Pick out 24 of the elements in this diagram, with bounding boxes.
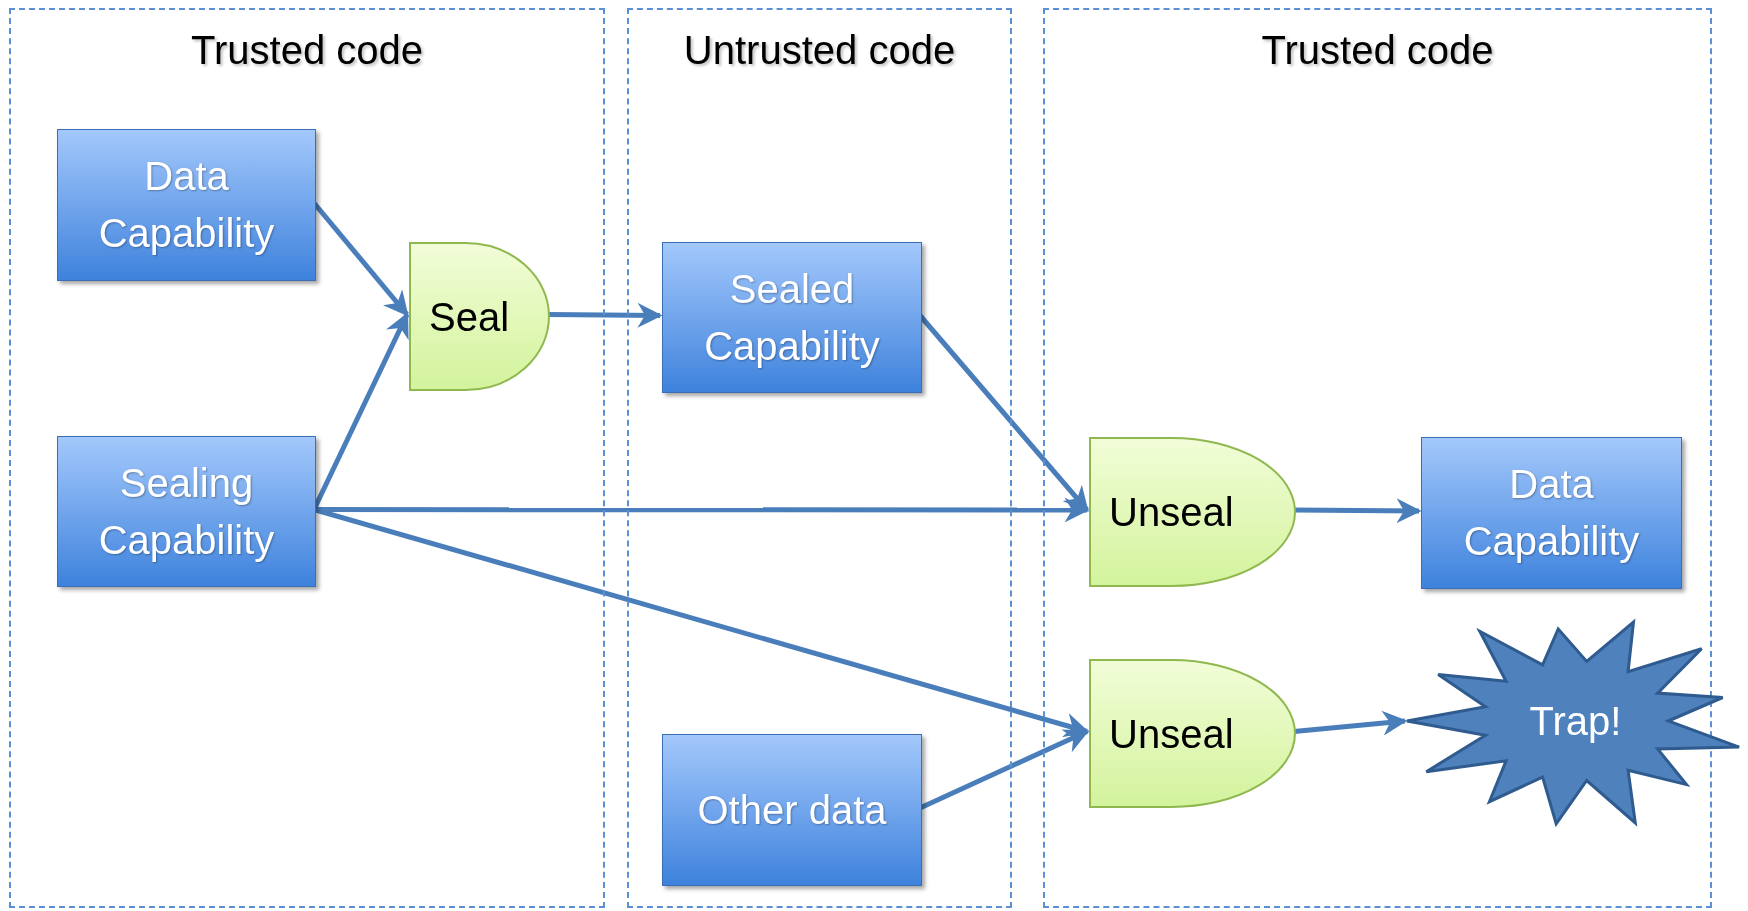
- box-label: Sealed Capability: [703, 265, 881, 370]
- box-label: Other data: [696, 786, 888, 834]
- arrow: [1294, 498, 1422, 524]
- gate-shape: [409, 242, 550, 391]
- capability-box: [662, 734, 922, 886]
- capability-box: [57, 436, 316, 587]
- capability-box: [1421, 437, 1682, 589]
- star-label: Trap!: [1529, 698, 1622, 745]
- region-title: Untrusted code: [682, 28, 957, 72]
- dashed-region: [627, 8, 1012, 908]
- capability-box: [662, 242, 922, 393]
- dashed-region: [9, 8, 605, 908]
- gate-label: Seal: [428, 293, 510, 341]
- box-label: Data Capability: [1462, 461, 1641, 565]
- box-label: Sealing Capability: [97, 459, 276, 564]
- region-title: Trusted code: [1260, 28, 1495, 72]
- capability-box: [57, 129, 316, 281]
- gate-label: Unseal: [1108, 710, 1234, 758]
- gate-shape: [1089, 437, 1296, 587]
- region-title: Trusted code: [190, 28, 424, 72]
- arrow: [314, 497, 1090, 523]
- gate-label: Unseal: [1108, 489, 1234, 536]
- box-label: Data Capability: [97, 153, 276, 257]
- gate-shape: [1089, 659, 1296, 808]
